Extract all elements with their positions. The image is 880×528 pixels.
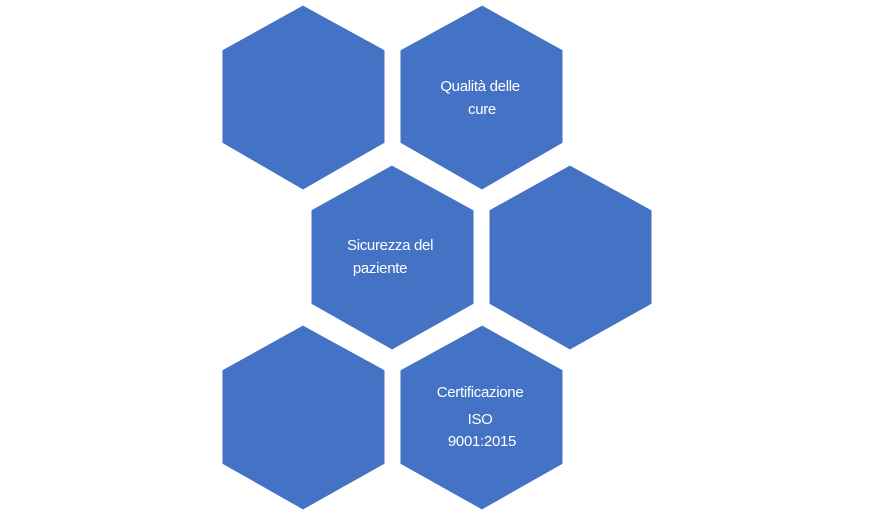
hexagon-middle-left-shape	[310, 164, 475, 351]
hexagon-top-left-shape	[221, 4, 386, 191]
hexagon-bottom-left-shape	[221, 324, 386, 511]
hexagon-top-right: Qualità delle cure	[399, 4, 564, 191]
hexagon-bottom-right-label: Certificazione ISO 9001:2015	[437, 384, 528, 450]
hexagon-middle-left: Sicurezza del paziente	[310, 164, 475, 351]
hexagon-top-right-shape	[399, 4, 564, 191]
hexagon-top-left	[221, 4, 386, 191]
hexagon-middle-left-line-1: Sicurezza del	[347, 237, 433, 254]
hexagon-bottom-right-line-3: 9001:2015	[448, 433, 516, 450]
hexagon-top-right-line-2: cure	[468, 101, 496, 118]
hexagon-bottom-right: Certificazione ISO 9001:2015	[399, 324, 564, 511]
hexagon-middle-left-line-2: paziente	[353, 260, 407, 277]
hexagon-bottom-left	[221, 324, 386, 511]
hexagon-middle-right-shape	[488, 164, 653, 351]
hexagon-middle-left-label: Sicurezza del paziente	[347, 237, 437, 277]
hexagon-top-right-line-1: Qualità delle	[440, 78, 520, 95]
hexagon-top-right-label: Qualità delle cure	[440, 78, 523, 118]
hexagon-bottom-right-shape	[399, 324, 564, 511]
hexagon-bottom-right-line-1: Certificazione	[437, 384, 524, 401]
hexagon-middle-right	[488, 164, 653, 351]
hexagon-bottom-right-line-2: ISO	[468, 411, 493, 428]
